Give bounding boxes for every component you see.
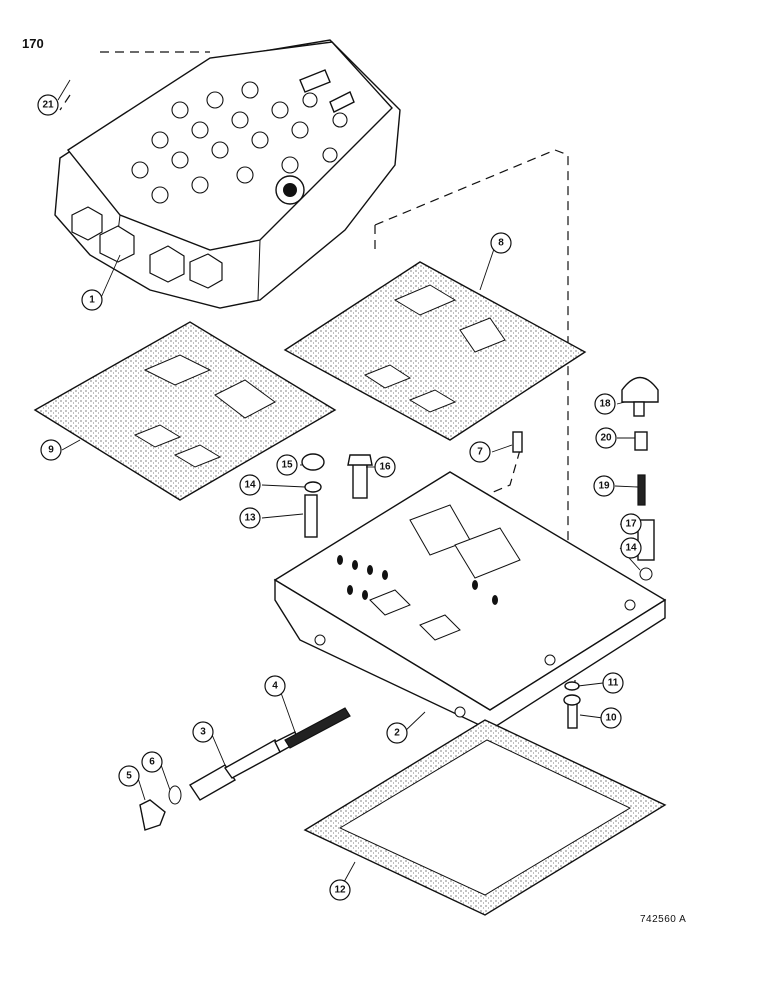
- gasket-bottom: [303, 719, 667, 916]
- callout: 11: [602, 672, 624, 694]
- callout: 21: [37, 94, 59, 116]
- callout: 17: [620, 513, 642, 535]
- callout: 12: [329, 879, 351, 901]
- callout: 18: [594, 393, 616, 415]
- svg-text:2: 2: [394, 728, 400, 739]
- bolt-washer: [563, 681, 581, 729]
- svg-text:1: 1: [89, 295, 95, 306]
- callout: 14: [239, 474, 261, 496]
- valve-housing-plate: [273, 471, 667, 731]
- svg-text:4: 4: [272, 681, 278, 692]
- svg-text:16: 16: [379, 462, 391, 473]
- svg-text:13: 13: [244, 513, 256, 524]
- drawing-code: 742560 A: [640, 914, 687, 925]
- svg-text:21: 21: [42, 100, 54, 111]
- svg-text:10: 10: [605, 713, 617, 724]
- gasket-left: [33, 321, 337, 501]
- callout: 19: [593, 475, 615, 497]
- callout: 20: [595, 427, 617, 449]
- svg-text:11: 11: [608, 678, 619, 689]
- svg-text:12: 12: [334, 885, 346, 896]
- callout: 14: [620, 537, 642, 559]
- svg-text:19: 19: [598, 481, 610, 492]
- fasteners: [301, 431, 655, 581]
- alignment-line: [374, 149, 569, 590]
- callout: 4: [264, 675, 286, 697]
- page-number: 170: [22, 36, 44, 51]
- svg-text:5: 5: [126, 771, 132, 782]
- callout: 7: [469, 441, 491, 463]
- control-valve-body: [54, 39, 401, 309]
- svg-text:7: 7: [477, 447, 483, 458]
- callout: 16: [374, 456, 396, 478]
- svg-text:15: 15: [281, 460, 293, 471]
- callout: 10: [600, 707, 622, 729]
- callout: 1: [81, 289, 103, 311]
- callout: 2: [386, 722, 408, 744]
- svg-text:18: 18: [599, 399, 611, 410]
- svg-text:3: 3: [200, 727, 206, 738]
- svg-text:20: 20: [600, 433, 612, 444]
- spool-assembly: [139, 707, 351, 831]
- callout: 3: [192, 721, 214, 743]
- callout: 5: [118, 765, 140, 787]
- callout: 8: [490, 232, 512, 254]
- cap-stud-sleeve: [621, 376, 659, 506]
- callout: 6: [141, 751, 163, 773]
- callout: 13: [239, 507, 261, 529]
- svg-text:14: 14: [625, 543, 637, 554]
- svg-text:17: 17: [625, 519, 637, 530]
- callout: 9: [40, 439, 62, 461]
- gasket-upper: [283, 261, 587, 441]
- svg-text:14: 14: [244, 480, 256, 491]
- alignment-line: [59, 94, 71, 111]
- svg-text:9: 9: [48, 445, 54, 456]
- svg-text:8: 8: [498, 238, 504, 249]
- svg-text:6: 6: [149, 757, 155, 768]
- callout: 15: [276, 454, 298, 476]
